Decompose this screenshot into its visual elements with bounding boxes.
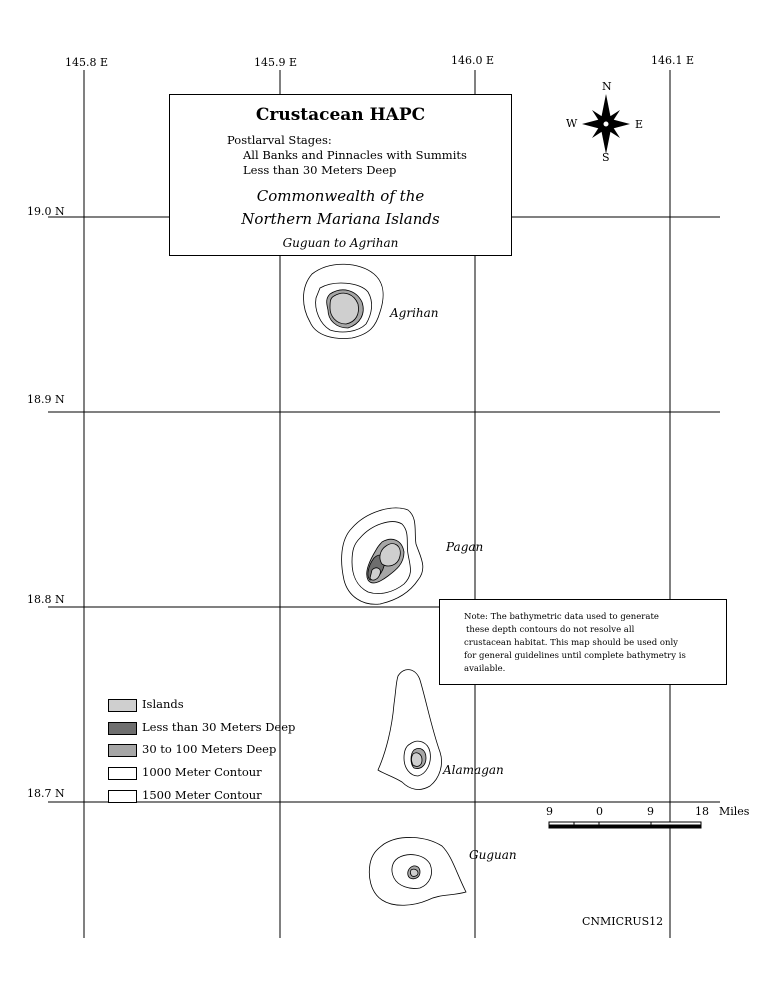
scale-tick-9-right: 9 <box>647 805 654 818</box>
scale-tick-9-left: 9 <box>546 805 553 818</box>
legend: Islands Less than 30 Meters Deep 30 to 1… <box>108 697 308 807</box>
alamagan-label: Alamagan <box>443 763 504 777</box>
scale-bar-lower-3 <box>598 821 652 826</box>
agrihan-land <box>329 292 359 325</box>
longitude-label-145-8: 145.8 E <box>65 56 109 69</box>
legend-label-1500m: 1500 Meter Contour <box>142 788 262 802</box>
latitude-label-18-7: 18.7 N <box>27 787 65 800</box>
map-title: Crustacean HAPC <box>255 105 426 125</box>
guguan-land <box>409 868 419 877</box>
legend-swatch-30-100m <box>108 744 137 757</box>
note-box: Note: The bathymetric data used to gener… <box>439 599 727 685</box>
latitude-label-18-9: 18.9 N <box>27 393 65 406</box>
compass-rose-icon <box>582 94 630 154</box>
postlarval-stages-text: Postlarval Stages: <box>227 133 332 147</box>
extent-text: Guguan to Agrihan <box>282 236 399 250</box>
title-box: Crustacean HAPC Postlarval Stages: All B… <box>169 94 512 256</box>
latitude-label-19-0: 19.0 N <box>27 205 65 218</box>
note-line-1: Note: The bathymetric data used to gener… <box>464 612 659 622</box>
scale-bar-lower-2 <box>573 824 600 829</box>
longitude-label-146-0: 146.0 E <box>451 54 495 67</box>
legend-swatch-1000m <box>108 767 137 780</box>
pagan-label: Pagan <box>446 540 484 554</box>
guguan-label: Guguan <box>469 848 517 862</box>
compass-south-label: S <box>602 151 610 164</box>
legend-label-islands: Islands <box>142 697 184 711</box>
depth-criterion-text: Less than 30 Meters Deep <box>243 163 397 177</box>
legend-label-1000m: 1000 Meter Contour <box>142 765 262 779</box>
pagan-island <box>341 507 424 605</box>
alamagan-island <box>377 669 442 790</box>
legend-label-30-100m: 30 to 100 Meters Deep <box>142 742 277 756</box>
legend-swatch-1500m <box>108 790 137 803</box>
banks-pinnacles-text: All Banks and Pinnacles with Summits <box>243 148 467 162</box>
compass-east-label: E <box>635 118 644 131</box>
longitude-label-146-1: 146.1 E <box>651 54 695 67</box>
alamagan-land <box>411 752 423 767</box>
scale-tick-0: 0 <box>596 805 603 818</box>
scale-bar <box>548 821 702 829</box>
scale-unit-label: Miles <box>719 805 750 818</box>
note-line-4: for general guidelines until complete ba… <box>464 651 686 661</box>
scale-bar-lower-4 <box>650 824 702 829</box>
legend-swatch-shallow <box>108 722 137 735</box>
note-line-5: available. <box>464 664 506 674</box>
legend-label-shallow: Less than 30 Meters Deep <box>142 720 296 734</box>
note-line-3: crustacean habitat. This map should be u… <box>464 638 678 648</box>
legend-swatch-islands <box>108 699 137 712</box>
compass-west-label: W <box>566 117 578 130</box>
region-line-1: Commonwealth of the <box>256 187 425 205</box>
note-line-2: these depth contours do not resolve all <box>466 625 635 635</box>
latitude-label-18-8: 18.8 N <box>27 593 65 606</box>
agrihan-island <box>303 263 384 339</box>
scale-bar-lower-1 <box>548 821 575 826</box>
agrihan-label: Agrihan <box>390 306 439 320</box>
scale-tick-18: 18 <box>695 805 709 818</box>
pagan-land-south <box>369 567 381 581</box>
longitude-label-145-9: 145.9 E <box>254 56 298 69</box>
pagan-land <box>379 543 401 567</box>
map-id: CNMICRUS12 <box>582 915 664 928</box>
compass-north-label: N <box>602 80 612 93</box>
region-line-2: Northern Mariana Islands <box>241 210 440 228</box>
guguan-island <box>368 837 467 906</box>
